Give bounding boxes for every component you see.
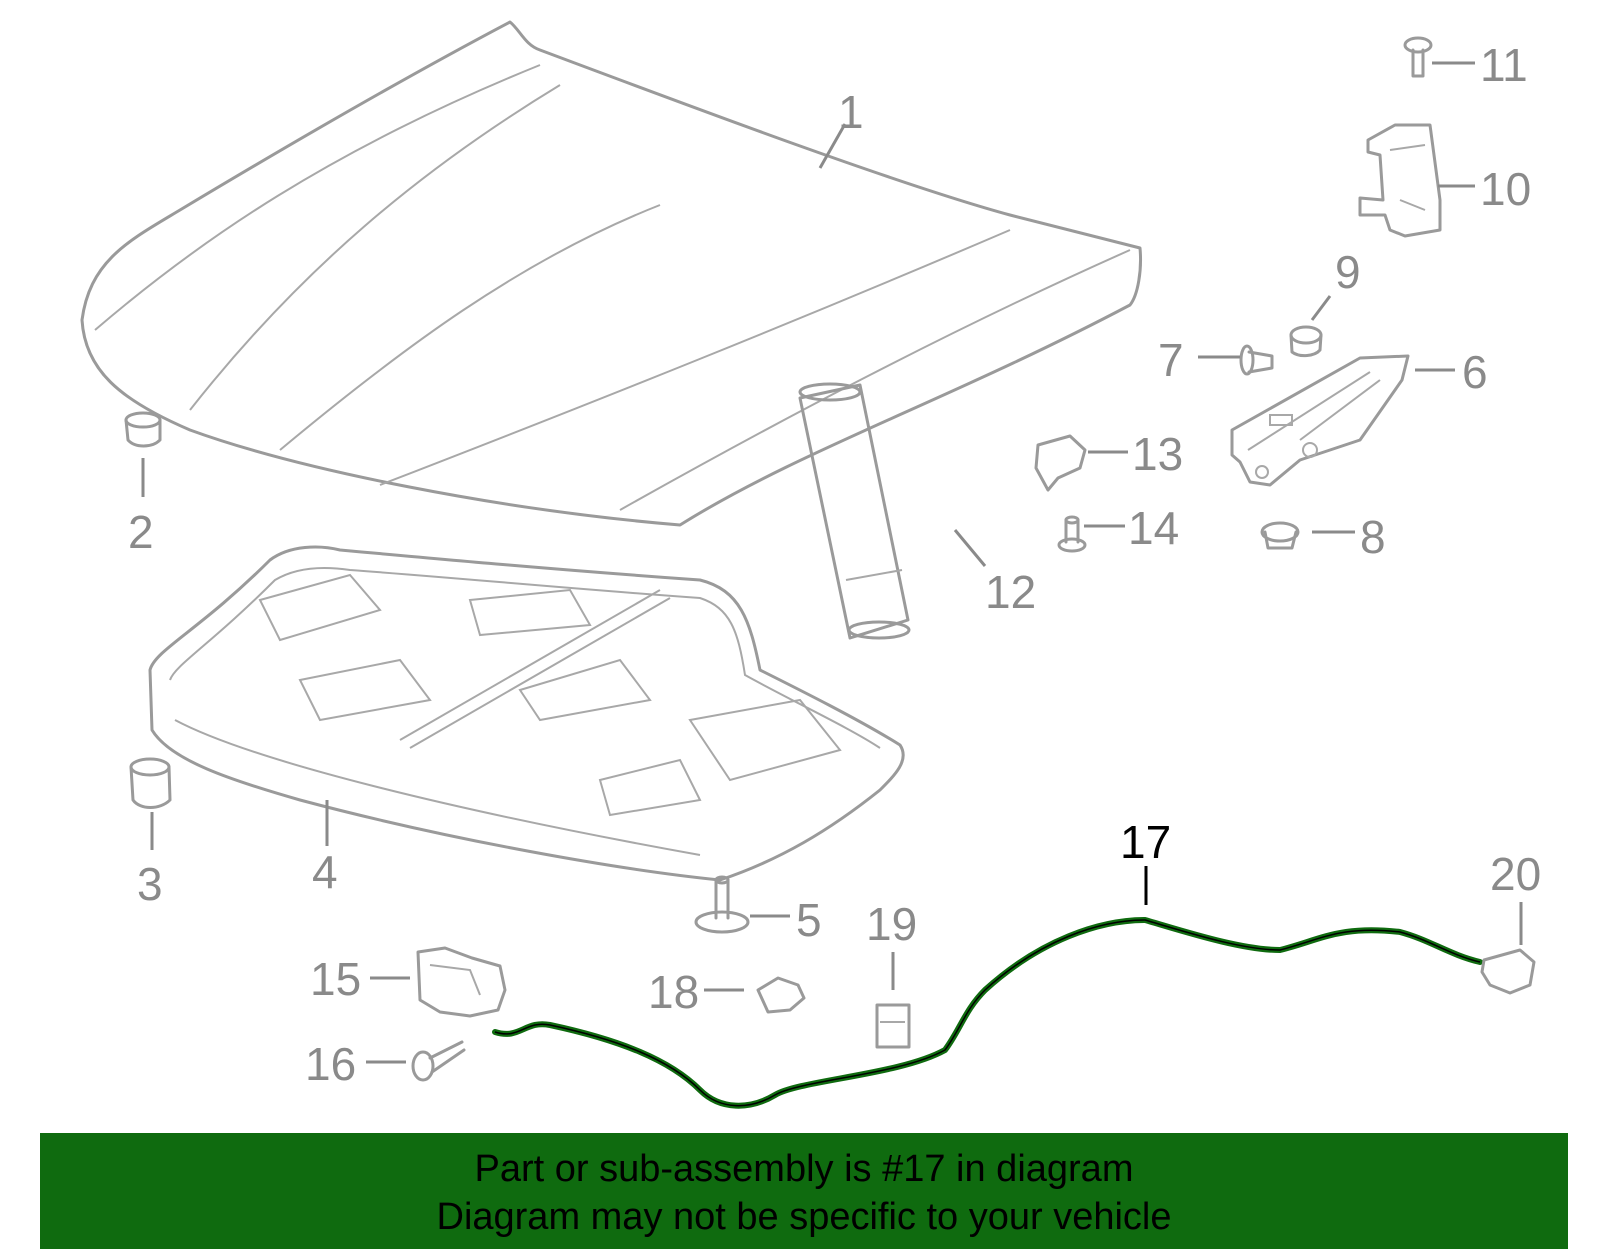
callout-13: 13 bbox=[1132, 428, 1183, 480]
banner-line-disclaimer: Diagram may not be specific to your vehi… bbox=[436, 1196, 1172, 1238]
callout-9: 9 bbox=[1335, 246, 1361, 298]
callout-18: 18 bbox=[648, 966, 699, 1018]
banner-line-part: Part or sub-assembly is #17 in diagram bbox=[474, 1148, 1134, 1190]
callout-labels: 1 2 3 4 5 6 7 8 9 10 11 12 13 14 15 16 1… bbox=[128, 39, 1541, 1090]
part-stud-5 bbox=[694, 875, 750, 934]
callout-4: 4 bbox=[312, 846, 338, 898]
callout-16: 16 bbox=[305, 1038, 356, 1090]
part-bracket-10 bbox=[1358, 123, 1442, 238]
callout-20: 20 bbox=[1490, 848, 1541, 900]
callout-8: 8 bbox=[1360, 511, 1386, 563]
callout-5: 5 bbox=[796, 894, 822, 946]
part-bolt-7 bbox=[1239, 344, 1274, 376]
part-hood bbox=[80, 20, 1142, 527]
part-clip-13 bbox=[1034, 434, 1087, 492]
part-bumper-9 bbox=[1289, 325, 1323, 358]
callout-11: 11 bbox=[1480, 39, 1528, 91]
part-bumper-3 bbox=[129, 757, 172, 809]
part-clip-19 bbox=[875, 1003, 911, 1049]
part-release-cable bbox=[492, 916, 1483, 1109]
callout-15: 15 bbox=[310, 953, 361, 1005]
part-latch bbox=[416, 946, 507, 1018]
part-hinge bbox=[1230, 354, 1410, 487]
part-clip-18 bbox=[756, 976, 806, 1014]
part-pin-14 bbox=[1057, 515, 1087, 553]
part-bracket-20 bbox=[1480, 948, 1536, 995]
callout-17: 17 bbox=[1120, 816, 1171, 868]
leader-lines bbox=[141, 61, 1523, 1064]
callout-12: 12 bbox=[985, 566, 1036, 618]
part-nut-8 bbox=[1260, 521, 1300, 550]
part-screw-11 bbox=[1403, 36, 1433, 78]
callout-7: 7 bbox=[1158, 334, 1184, 386]
part-bolt-16 bbox=[411, 1040, 466, 1082]
part-support-rod bbox=[798, 382, 911, 640]
part-bumper-2 bbox=[124, 411, 162, 448]
callout-3: 3 bbox=[137, 858, 163, 910]
info-banner: Part or sub-assembly is #17 in diagram D… bbox=[40, 1133, 1568, 1249]
callout-1: 1 bbox=[838, 86, 864, 138]
callout-2: 2 bbox=[128, 506, 154, 558]
callout-14: 14 bbox=[1128, 502, 1179, 554]
callout-10: 10 bbox=[1480, 163, 1531, 215]
callout-19: 19 bbox=[866, 898, 917, 950]
callout-6: 6 bbox=[1462, 346, 1488, 398]
part-insulator bbox=[148, 545, 905, 882]
